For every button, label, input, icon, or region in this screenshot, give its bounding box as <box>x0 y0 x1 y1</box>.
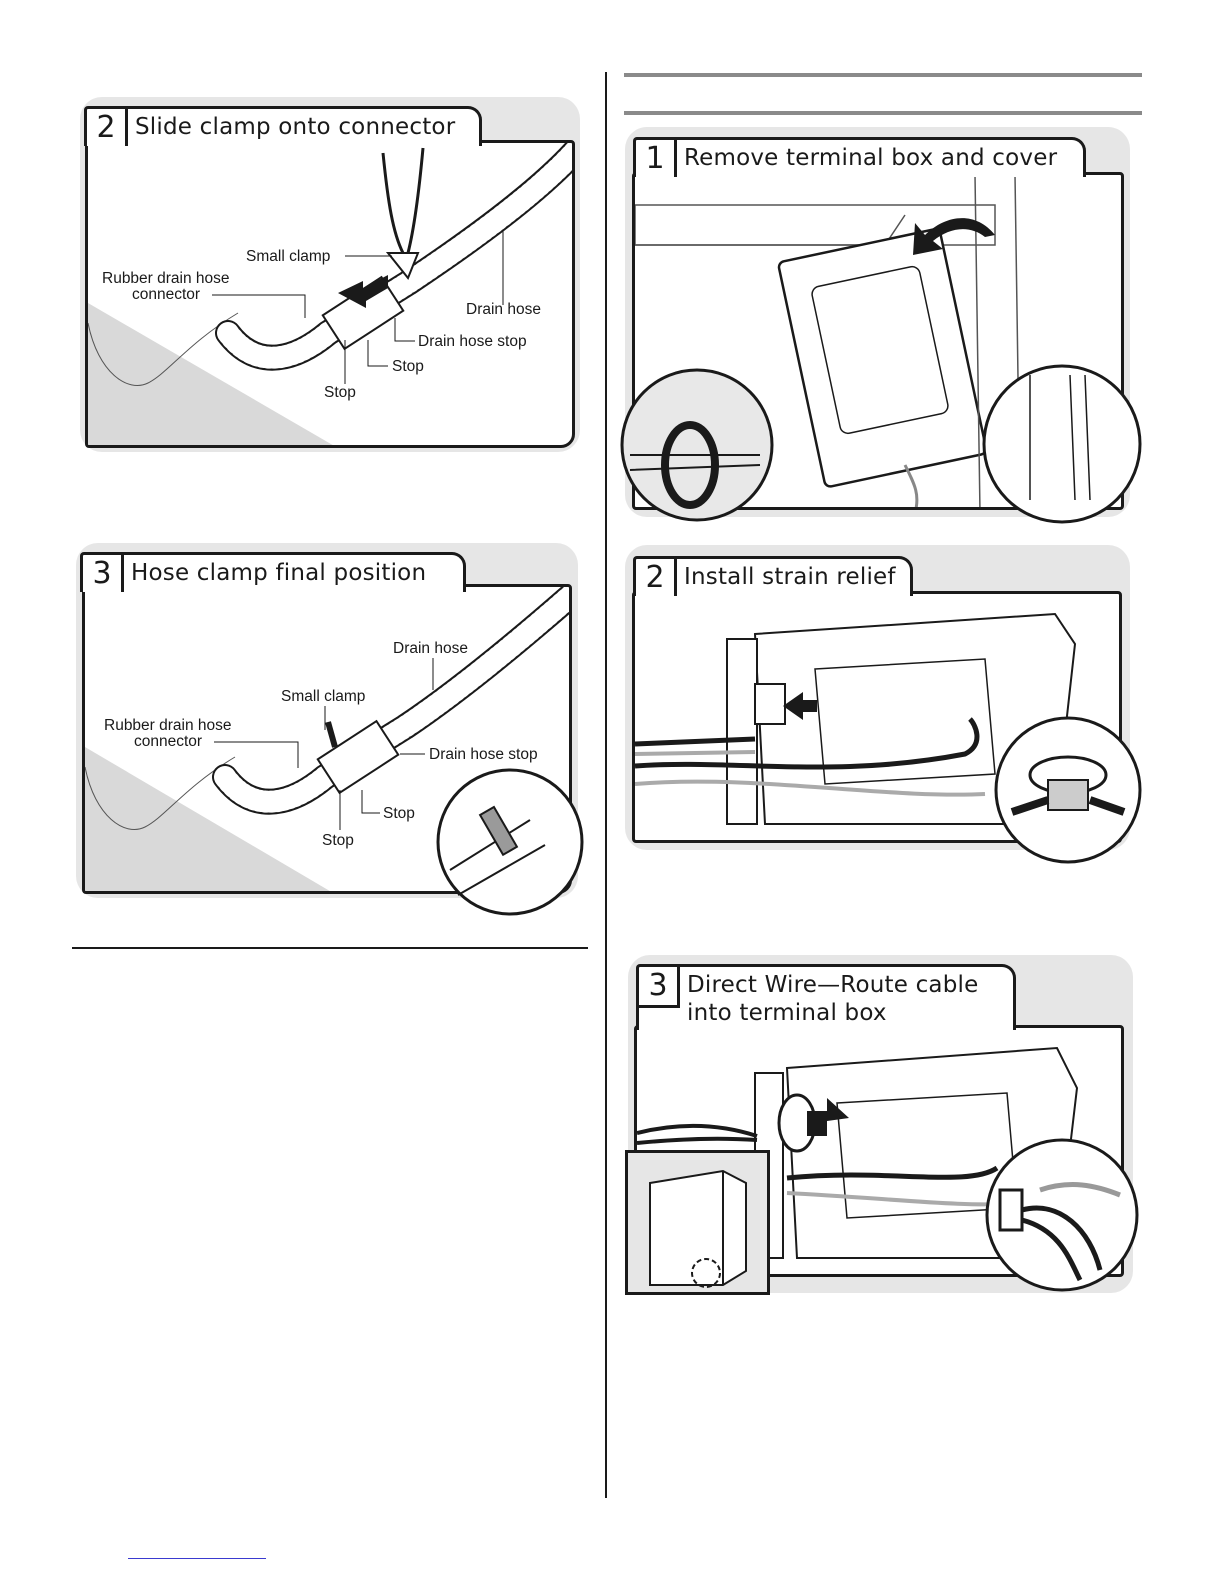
label-stop-left: Stop <box>324 384 356 401</box>
right-top-rule-1 <box>624 73 1142 77</box>
column-divider <box>605 72 607 1498</box>
label-rubber-connector-1: Rubber drain hose <box>104 717 232 734</box>
label-small-clamp: Small clamp <box>246 248 331 265</box>
step-title: Hose clamp final position <box>131 560 427 586</box>
label-drain-hose: Drain hose <box>466 301 541 318</box>
step-number: 3 <box>83 555 124 592</box>
hose-illustration-step3 <box>85 587 569 891</box>
arrow-left-icon <box>338 275 388 308</box>
strain-relief-illustration <box>635 612 1077 825</box>
step-title-line2: into terminal box <box>687 1000 887 1026</box>
dishwasher-icon <box>625 1150 770 1295</box>
step-number: 1 <box>636 140 677 177</box>
left-section-rule <box>72 947 588 949</box>
label-rubber-connector-2: connector <box>132 286 201 303</box>
step-number: 3 <box>639 967 680 1008</box>
label-drain-hose-stop: Drain hose stop <box>429 746 538 763</box>
label-rubber-connector-1: Rubber drain hose <box>102 270 230 287</box>
hose-illustration-step2 <box>88 143 572 445</box>
label-drain-hose-stop: Drain hose stop <box>418 333 527 350</box>
arrow-right-icon <box>807 1098 849 1136</box>
step-title: Install strain relief <box>684 564 896 590</box>
label-stop-left: Stop <box>322 832 354 849</box>
step-title: Remove terminal box and cover <box>684 145 1058 171</box>
step-number: 2 <box>87 109 128 146</box>
label-small-clamp: Small clamp <box>281 688 366 705</box>
step-title-line1: Direct Wire—Route cable <box>687 972 979 998</box>
rotate-arrow-icon <box>913 218 995 255</box>
step-title: Slide clamp onto connector <box>135 114 456 140</box>
label-drain-hose: Drain hose <box>393 640 468 657</box>
label-stop-right: Stop <box>392 358 424 375</box>
arrow-left-icon <box>783 692 817 720</box>
footer-link-underline <box>128 1558 266 1559</box>
label-rubber-connector-2: connector <box>134 733 203 750</box>
label-stop-right: Stop <box>383 805 415 822</box>
step-number: 2 <box>636 559 677 596</box>
right-top-rule-2 <box>624 111 1142 115</box>
